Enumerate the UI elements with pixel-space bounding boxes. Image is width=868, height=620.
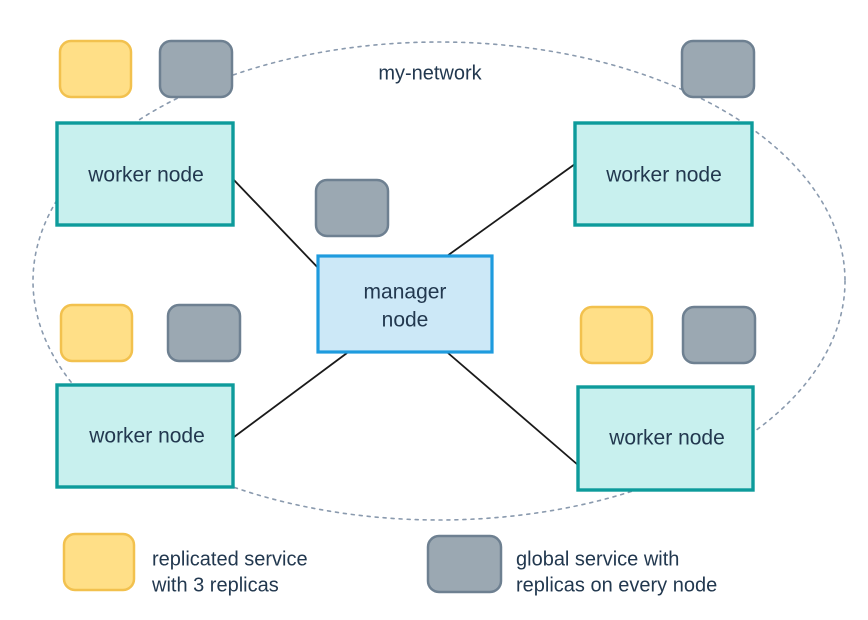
replicated-service-box-bottom-left[interactable] [59,303,134,363]
legend: replicated service with 3 replicas globa… [62,532,717,596]
global-service-box-bottom-left[interactable] [166,303,242,363]
manager-node-label-line2: node [382,309,429,332]
manager-node-label-line1: manager [364,281,447,304]
worker-node-box-top-left[interactable] [55,121,235,227]
connector-group [231,163,579,466]
connector-manager-to-worker-bottom-left [233,352,348,438]
manager-node-box[interactable] [316,254,494,354]
worker-node-box-top-right[interactable] [573,121,754,227]
worker-node-box-bottom-right[interactable] [576,385,755,492]
legend-swatch-replicated [62,532,136,592]
legend-global-line1: global service with [516,548,679,570]
network-label: my-network [378,62,482,84]
connector-manager-to-worker-top-left [231,177,323,273]
worker-node-label-top-right: worker node [605,164,722,187]
network-boundary-ellipse [32,41,846,521]
replicated-service-box-bottom-right[interactable] [579,305,654,365]
replicated-service-box-top-left[interactable] [58,39,133,99]
worker-node-label-bottom-left: worker node [88,425,205,448]
legend-replicated-line1: replicated service [152,548,308,570]
global-service-box-center[interactable] [314,178,390,238]
global-service-box-bottom-right[interactable] [681,305,757,365]
legend-swatch-global [426,534,503,594]
connector-manager-to-worker-bottom-right [447,352,579,466]
connector-manager-to-worker-top-right [446,163,576,257]
worker-node-label-top-left: worker node [87,164,204,187]
global-service-box-top-right[interactable] [680,39,756,99]
legend-global-line2: replicas on every node [516,574,717,596]
legend-replicated-line2: with 3 replicas [151,574,279,596]
worker-node-box-bottom-left[interactable] [55,383,235,489]
worker-node-label-bottom-right: worker node [608,427,725,450]
global-service-box-top-left[interactable] [158,39,234,99]
